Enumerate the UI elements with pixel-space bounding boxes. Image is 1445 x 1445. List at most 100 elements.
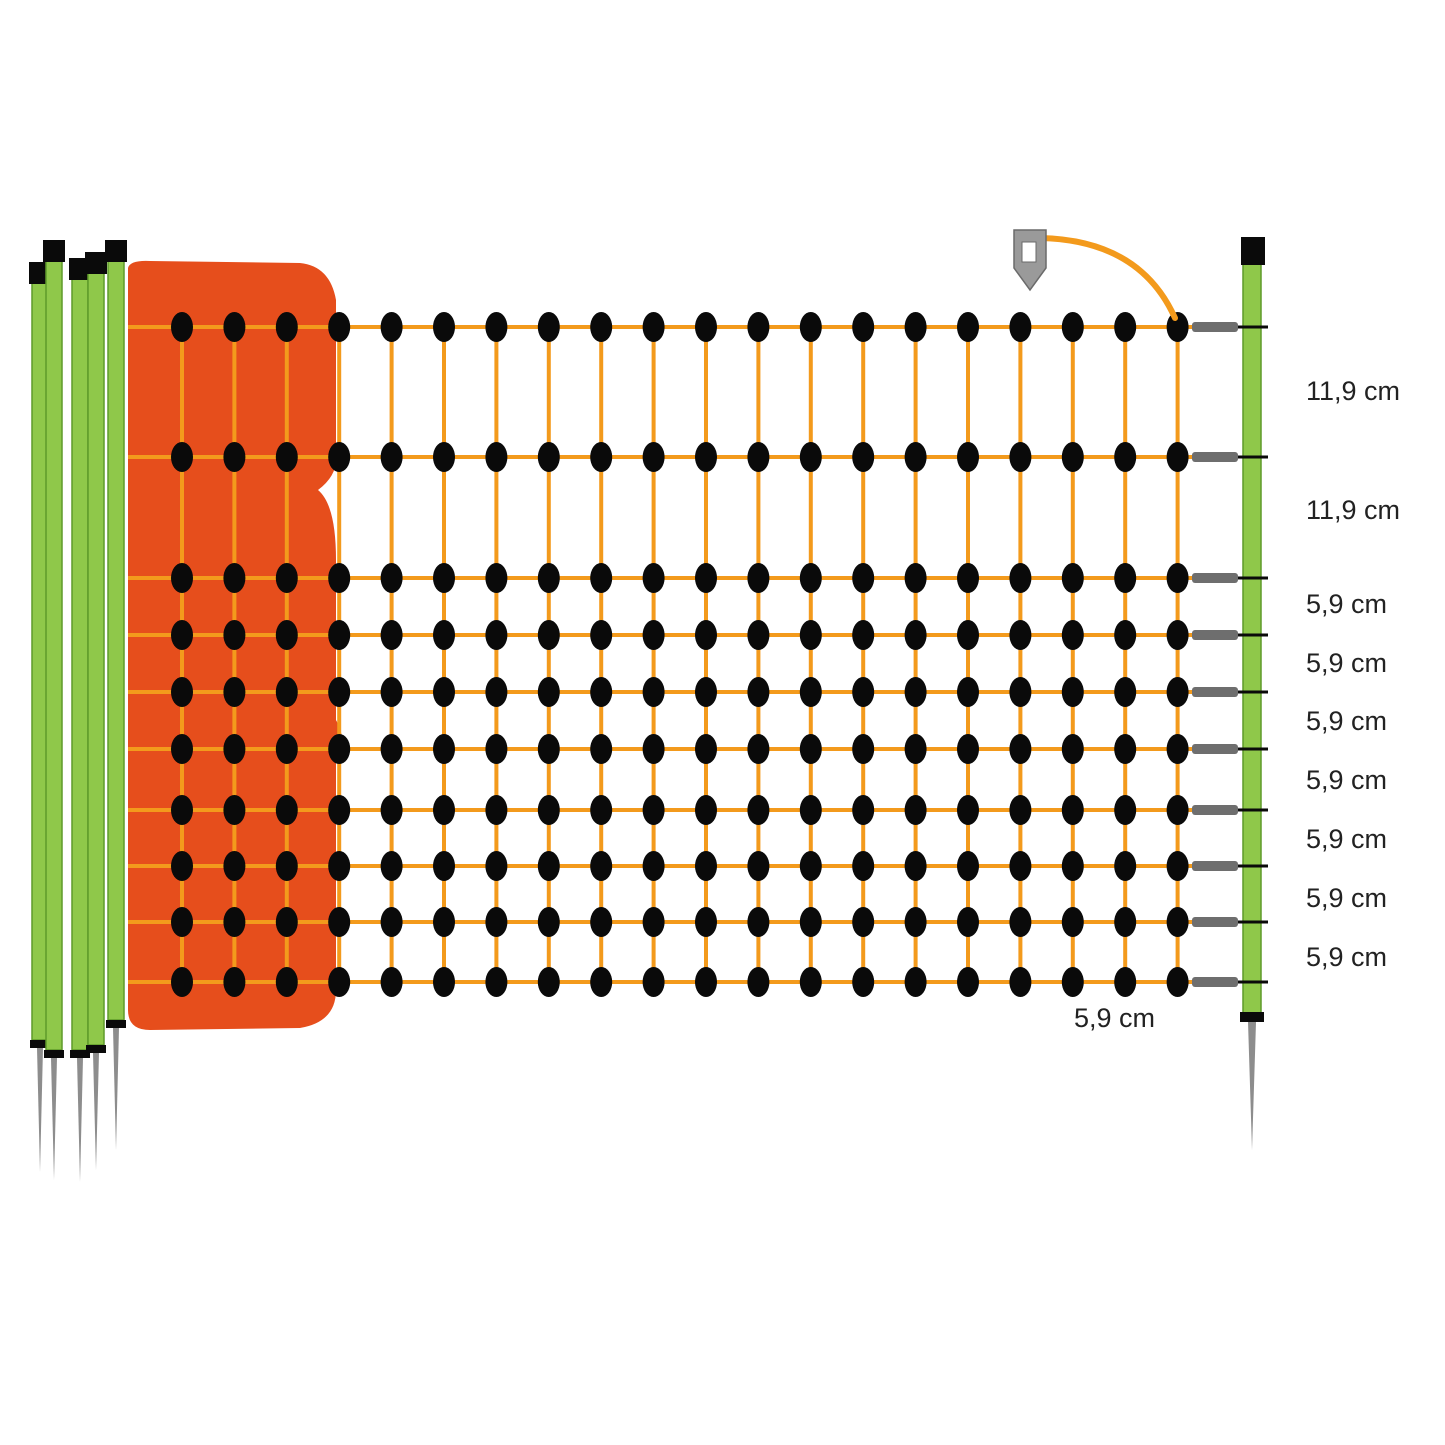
knot (695, 312, 717, 342)
knot (957, 734, 979, 764)
knot (485, 563, 508, 593)
ground-spike-icon (51, 1058, 57, 1180)
knot (328, 312, 351, 342)
knot (904, 442, 927, 472)
knot (223, 967, 246, 997)
knot (1166, 312, 1189, 342)
knot (171, 967, 193, 997)
knot (328, 563, 351, 593)
knot (1009, 795, 1032, 825)
knot (1061, 563, 1084, 593)
knot (957, 907, 979, 937)
knot (485, 442, 508, 472)
insulator-icon (1192, 805, 1238, 815)
knot (799, 620, 822, 650)
knot (1114, 620, 1137, 650)
knot (380, 907, 403, 937)
knot (380, 795, 403, 825)
knot (275, 312, 298, 342)
knot (537, 677, 560, 707)
knot (642, 795, 665, 825)
knot (223, 442, 246, 472)
knot (328, 795, 351, 825)
knot (799, 795, 822, 825)
knot (1061, 907, 1084, 937)
knot (642, 851, 665, 881)
knot (380, 851, 403, 881)
post-base (106, 1020, 126, 1028)
knot (747, 677, 770, 707)
knot (642, 734, 665, 764)
knot (904, 620, 927, 650)
net-mesh (128, 312, 1238, 997)
knot (275, 563, 298, 593)
knot (380, 677, 403, 707)
knot (275, 907, 298, 937)
knot (1009, 677, 1032, 707)
knot (380, 563, 403, 593)
knot (590, 312, 613, 342)
knot (433, 620, 455, 650)
spacing-label-row-4: 5,9 cm (1306, 648, 1388, 678)
knot (328, 620, 351, 650)
fence-post-icon (87, 269, 105, 1046)
knot (1114, 851, 1137, 881)
knot (590, 907, 613, 937)
knot (1114, 312, 1137, 342)
post-cap (105, 240, 127, 262)
knot (328, 851, 351, 881)
knot (590, 967, 613, 997)
knot (1114, 442, 1137, 472)
rolled-posts-group (29, 240, 127, 1182)
knot (1009, 563, 1032, 593)
knot (223, 312, 246, 342)
knot (957, 312, 979, 342)
knot (485, 907, 508, 937)
knot (1009, 967, 1032, 997)
knot (171, 907, 193, 937)
knot (328, 907, 351, 937)
knot (485, 620, 508, 650)
insulator-icon (1192, 917, 1238, 927)
knot (433, 563, 455, 593)
knot (852, 563, 875, 593)
knot (904, 907, 927, 937)
knot (747, 442, 770, 472)
knot (1166, 795, 1189, 825)
knot (852, 442, 875, 472)
post-base (70, 1050, 90, 1058)
knot (747, 907, 770, 937)
knot (275, 851, 298, 881)
knot (904, 734, 927, 764)
knot (904, 851, 927, 881)
knot (695, 907, 717, 937)
knot (537, 851, 560, 881)
knot (957, 795, 979, 825)
knot (1114, 907, 1137, 937)
knot (590, 442, 613, 472)
knot (747, 563, 770, 593)
lead-wire-icon (1037, 235, 1178, 321)
post-base (30, 1040, 50, 1048)
knot (380, 967, 403, 997)
knot (957, 677, 979, 707)
knot (642, 442, 665, 472)
fence-post-icon (71, 275, 89, 1051)
knot (537, 907, 560, 937)
knot (642, 907, 665, 937)
ground-spike-icon (93, 1053, 99, 1170)
fence-post-icon (1242, 261, 1262, 1015)
insulator-icon (1192, 744, 1238, 754)
post-base (1240, 1012, 1264, 1022)
knot (642, 967, 665, 997)
knot (275, 620, 298, 650)
knot (433, 967, 455, 997)
knot (1009, 620, 1032, 650)
knot (433, 734, 455, 764)
knot (537, 563, 560, 593)
knot (223, 795, 246, 825)
knot (695, 442, 717, 472)
post-base (86, 1045, 106, 1053)
knot (904, 795, 927, 825)
